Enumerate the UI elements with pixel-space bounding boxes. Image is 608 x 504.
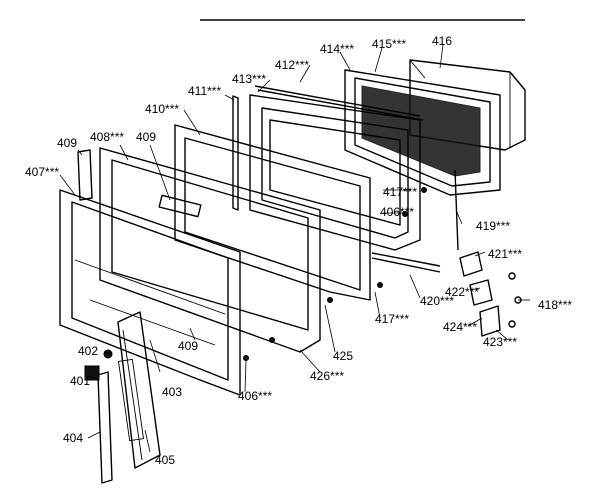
- part-404-bar: [97, 371, 113, 484]
- screws: [243, 187, 427, 361]
- part-419-rod: [454, 169, 459, 251]
- label-417-bottom: 417***: [375, 312, 409, 326]
- leader-lines: [59, 44, 530, 453]
- part-405-handle: [117, 311, 161, 469]
- part-420-strip: [371, 252, 441, 267]
- part-407-glass: [59, 189, 241, 396]
- label-405: 405: [155, 453, 175, 467]
- label-401: 401: [70, 374, 90, 388]
- label-409-low: 409: [178, 339, 198, 353]
- label-409-mid: 409: [136, 130, 156, 144]
- part-412-rod-2: [257, 89, 424, 121]
- label-406-bottom: 406***: [238, 389, 272, 403]
- label-420: 420***: [420, 294, 454, 308]
- label-422: 422***: [445, 285, 479, 299]
- part-410-frame: [174, 124, 371, 301]
- label-406-right: 406***: [380, 205, 414, 219]
- label-421: 421***: [488, 247, 522, 261]
- part-411-strip: [232, 95, 239, 211]
- part-412-rod: [254, 85, 421, 117]
- label-424: 424***: [443, 320, 477, 334]
- label-414: 414***: [320, 42, 354, 56]
- label-407: 407***: [25, 165, 59, 179]
- label-425: 425: [333, 349, 353, 363]
- label-417-top: 417***: [383, 185, 417, 199]
- label-404: 404: [63, 431, 83, 445]
- part-labels: 401 402 403 404 405 406*** 406*** 407***…: [25, 34, 572, 467]
- label-403: 403: [162, 385, 182, 399]
- label-411: 411***: [188, 84, 221, 98]
- label-412: 412***: [275, 58, 309, 72]
- label-423: 423***: [483, 335, 517, 349]
- label-402: 402: [78, 344, 98, 358]
- label-418: 418***: [538, 298, 572, 312]
- label-415: 415***: [372, 37, 406, 51]
- label-419: 419***: [476, 219, 510, 233]
- part-414-screen-panel: [344, 69, 501, 196]
- label-426: 426***: [310, 369, 344, 383]
- label-409-left: 409: [57, 136, 77, 150]
- part-hinge-group: [459, 251, 522, 337]
- label-408: 408***: [90, 130, 124, 144]
- part-408-frame: [99, 147, 321, 353]
- label-410: 410***: [145, 102, 179, 116]
- label-416: 416: [432, 34, 452, 48]
- part-409-clip: [77, 149, 93, 201]
- label-413: 413***: [232, 72, 266, 86]
- part-420-strip-2: [371, 257, 441, 273]
